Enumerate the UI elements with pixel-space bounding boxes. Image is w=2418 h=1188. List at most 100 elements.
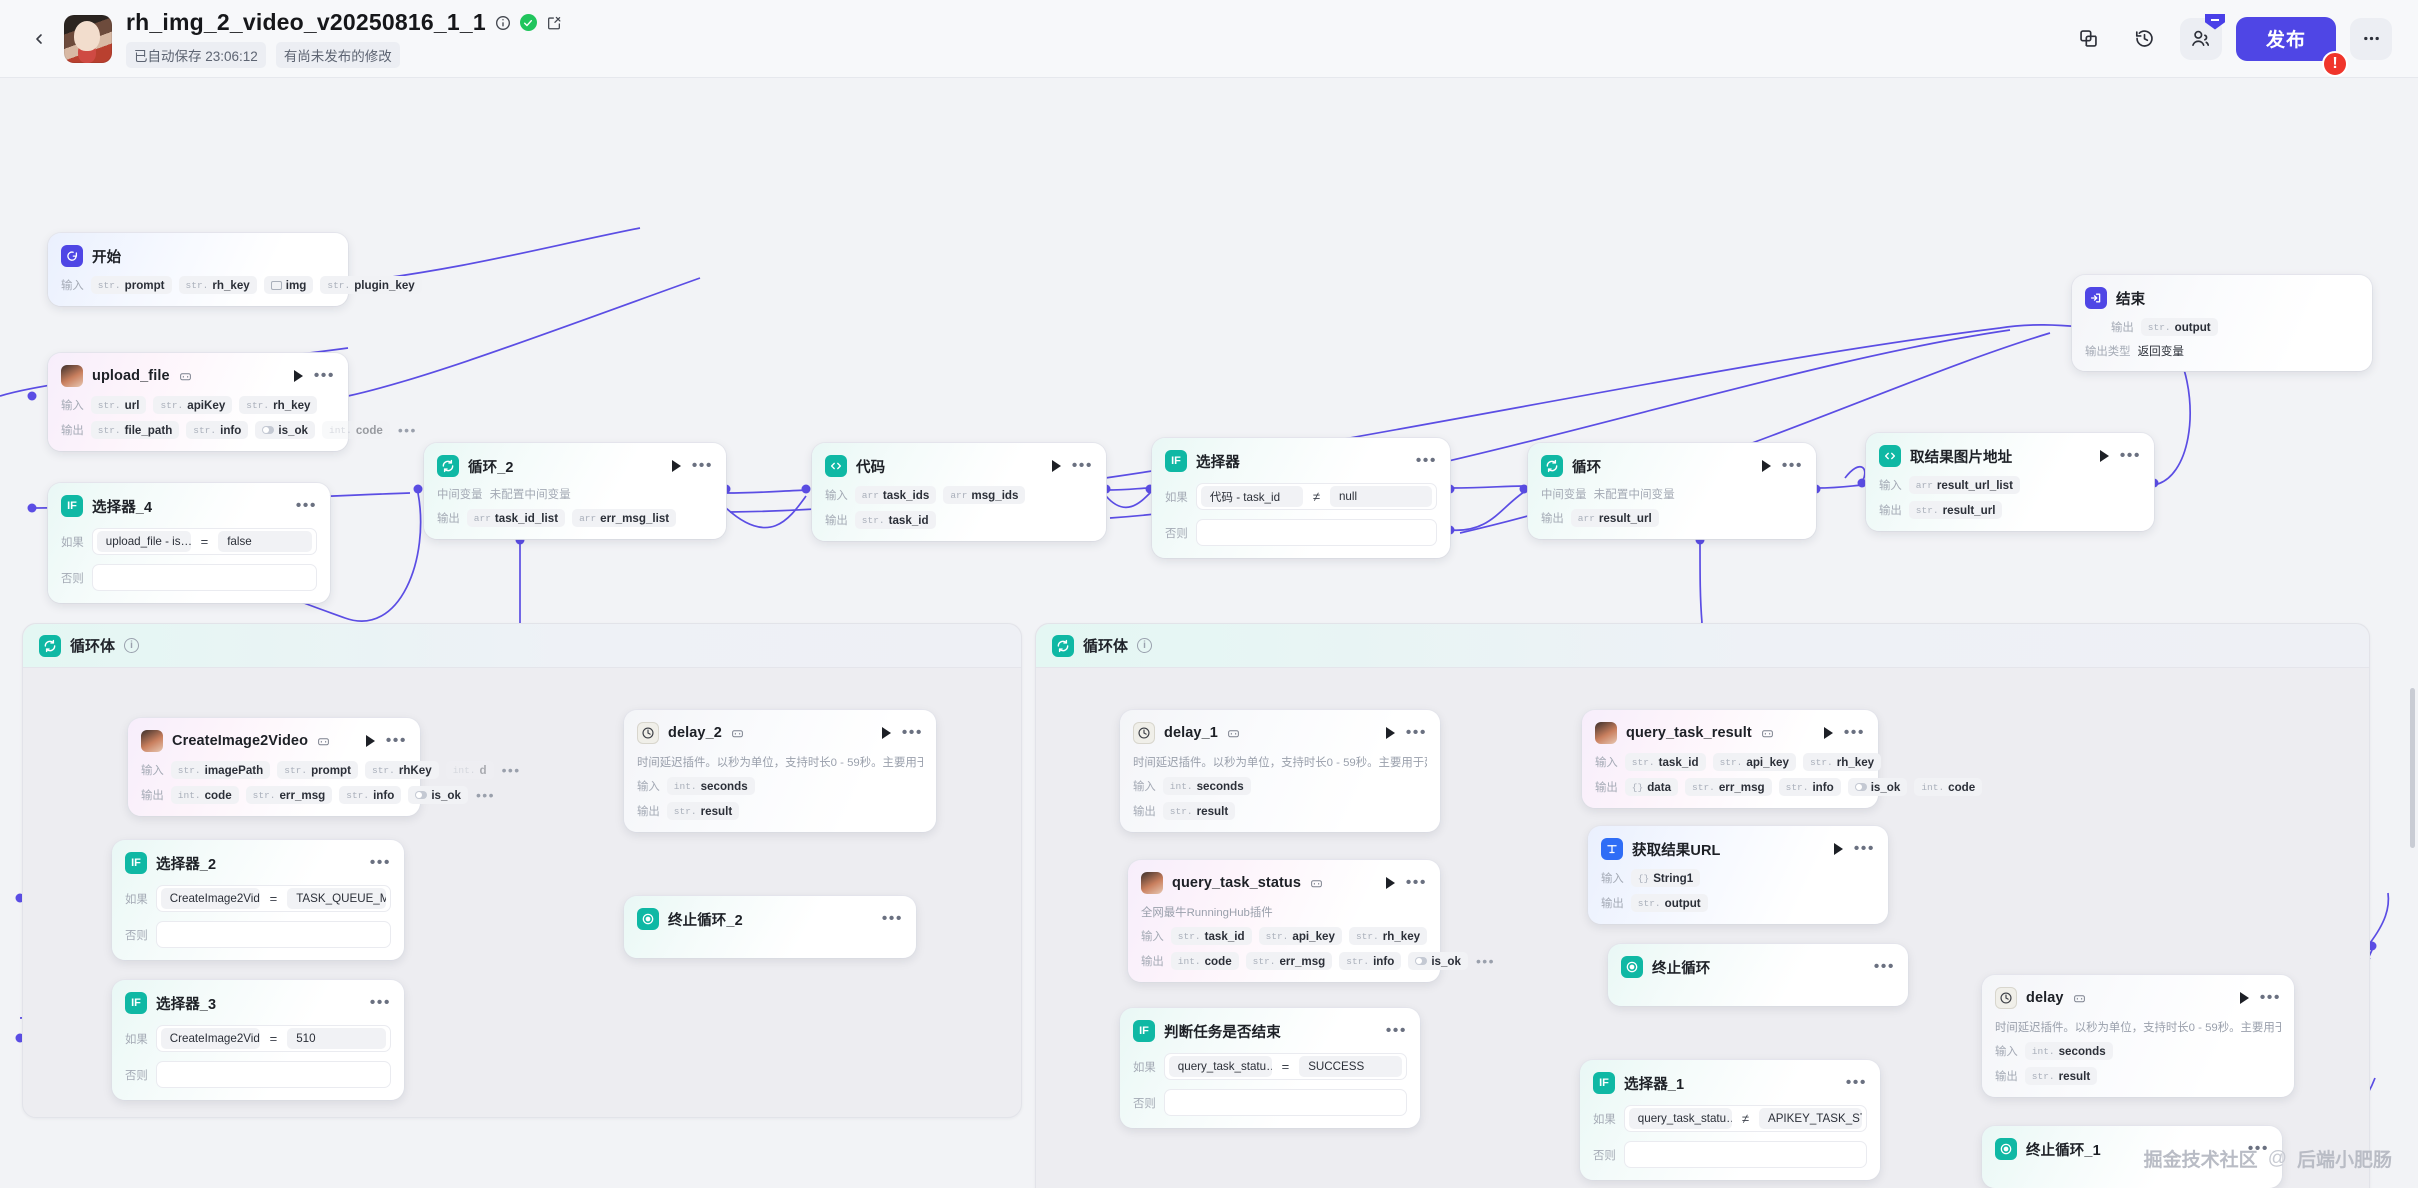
run-node-button[interactable] [1385,727,1395,739]
info-icon[interactable]: i [1137,638,1153,653]
port-pill[interactable]: str.result [2024,1067,2098,1085]
port-pill[interactable]: str.plugin_key [320,276,422,294]
run-node-button[interactable] [881,727,891,739]
run-node-button[interactable] [2239,992,2249,1004]
port-pill[interactable]: {}data [1624,778,1679,796]
node-delay[interactable]: delay ••• 时间延迟插件。以秒为单位，支持时长0 - 59秒。主要用于延… [1982,975,2294,1097]
node-selector-1[interactable]: IF 选择器_1 ••• 如果 query_task_statu… ≠ APIK… [1580,1060,1880,1180]
node-more-button[interactable]: ••• [1853,840,1875,857]
condition-box[interactable]: CreateImage2Vid… = 510 [155,1025,391,1052]
condition-left[interactable]: CreateImage2Vid… [160,888,260,909]
port-pill[interactable]: str.rhKey [365,761,439,779]
node-selector[interactable]: IF 选择器 ••• 如果 代码 - task_id ≠ null 否则 [1152,438,1450,558]
port-pill[interactable]: str.apiKey [153,396,233,414]
history-button[interactable] [2124,18,2166,60]
port-pill[interactable]: is_ok [255,421,315,439]
node-more-button[interactable]: ••• [1405,724,1427,741]
node-more-button[interactable]: ••• [1873,958,1895,975]
condition-left[interactable]: upload_file - is… [96,531,191,552]
node-upload-file[interactable]: upload_file ••• 输入 str.url str.apiKey st… [48,353,415,451]
run-node-button[interactable] [1761,460,1771,472]
node-more-button[interactable]: ••• [295,497,317,514]
node-more-button[interactable]: ••• [369,994,391,1011]
port-pill[interactable]: str.file_path [90,421,180,439]
port-pill[interactable]: int.code [1170,952,1239,970]
port-pill[interactable]: str.prompt [90,276,172,294]
error-badge[interactable]: ! [2322,50,2348,77]
condition-else-box[interactable] [1195,519,1437,546]
node-break-loop-1[interactable]: 终止循环_1 ••• [1982,1126,2282,1188]
port-pill[interactable]: str.result_url [1908,501,2003,519]
more-ports-button[interactable]: ••• [1475,953,1495,969]
run-node-button[interactable] [1385,877,1395,889]
condition-else-box[interactable] [1163,1089,1407,1116]
port-pill[interactable]: int.code [1914,778,1983,796]
port-pill[interactable]: str.task_id [1624,753,1706,771]
condition-operator[interactable]: ≠ [1741,1111,1749,1126]
port-pill[interactable]: str.rh_key [1348,927,1428,945]
condition-else-box[interactable] [91,564,317,591]
condition-operator[interactable]: = [269,891,278,906]
node-selector-4[interactable]: IF 选择器_4 ••• 如果 upload_file - is… = fals… [48,483,330,603]
canvas-scrollbar[interactable] [2410,688,2415,848]
port-pill[interactable]: str.result [666,802,740,820]
node-judge-task-done[interactable]: IF 判断任务是否结束 ••• 如果 query_task_statu… = S… [1120,1008,1420,1128]
more-ports-button[interactable]: ••• [397,422,417,438]
port-pill[interactable]: is_ok [408,786,468,804]
more-ports-button[interactable]: ••• [475,787,495,803]
node-more-button[interactable]: ••• [901,724,923,741]
node-more-button[interactable]: ••• [385,732,407,749]
port-pill[interactable]: str.err_msg [245,786,333,804]
condition-right[interactable]: null [1329,486,1432,507]
node-more-button[interactable]: ••• [1845,1074,1867,1091]
condition-left[interactable]: CreateImage2Vid… [160,1028,260,1049]
port-pill[interactable]: str.rh_key [1802,753,1882,771]
node-more-button[interactable]: ••• [691,457,713,474]
edit-square-icon[interactable] [546,15,562,31]
port-pill[interactable]: str.info [1778,778,1841,796]
condition-else-box[interactable] [155,921,391,948]
condition-else-box[interactable] [155,1061,391,1088]
port-pill[interactable]: str.api_key [1712,753,1796,771]
members-button[interactable] [2179,13,2225,60]
node-selector-2[interactable]: IF 选择器_2 ••• 如果 CreateImage2Vid… = TASK_… [112,840,404,960]
publish-button[interactable]: 发布 [2235,16,2336,61]
condition-operator[interactable]: = [1281,1059,1290,1074]
run-node-button[interactable] [293,370,303,382]
info-icon[interactable]: i [124,638,140,653]
port-pill[interactable]: str.err_msg [1245,952,1333,970]
condition-box[interactable]: 代码 - task_id ≠ null [1195,483,1437,510]
info-circle-icon[interactable] [495,15,511,31]
port-pill[interactable]: str.err_msg [1685,778,1772,796]
port-pill[interactable]: str.prompt [277,761,358,779]
condition-left[interactable]: query_task_statu… [1168,1056,1272,1077]
port-pill[interactable]: str.result [1162,802,1236,820]
node-more-button[interactable]: ••• [1843,724,1865,741]
node-start[interactable]: 开始 输入 str.prompt str.rh_key img str.plug… [48,233,422,306]
condition-box[interactable]: query_task_statu… ≠ APIKEY_TASK_ST… [1623,1105,1867,1132]
condition-left[interactable]: query_task_statu… [1628,1108,1732,1129]
port-pill[interactable]: str.task_id [854,511,936,529]
port-pill[interactable]: str.task_id [1170,927,1252,945]
port-pill[interactable]: str.rh_key [239,396,318,414]
node-break-loop-2[interactable]: 终止循环_2 ••• [624,896,916,958]
node-query-task-result[interactable]: query_task_result ••• 输入 str.task_id str… [1582,710,1983,808]
port-pill[interactable]: is_ok [1408,952,1468,970]
port-pill[interactable]: {}String1 [1630,869,1701,887]
node-more-button[interactable]: ••• [2119,447,2141,464]
back-button[interactable] [22,22,56,56]
port-pill[interactable]: is_ok [1847,778,1908,796]
port-pill[interactable]: int.seconds [1162,777,1251,795]
node-end[interactable]: 结束 输出 str.output 输出类型 返回变量 [2072,275,2372,371]
node-more-button[interactable]: ••• [881,910,903,927]
run-node-button[interactable] [671,460,681,472]
node-more-button[interactable]: ••• [2259,989,2281,1006]
condition-operator[interactable]: = [269,1031,278,1046]
condition-operator[interactable]: ≠ [1312,489,1320,504]
run-node-button[interactable] [1823,727,1833,739]
port-pill[interactable]: str.output [1630,894,1708,912]
